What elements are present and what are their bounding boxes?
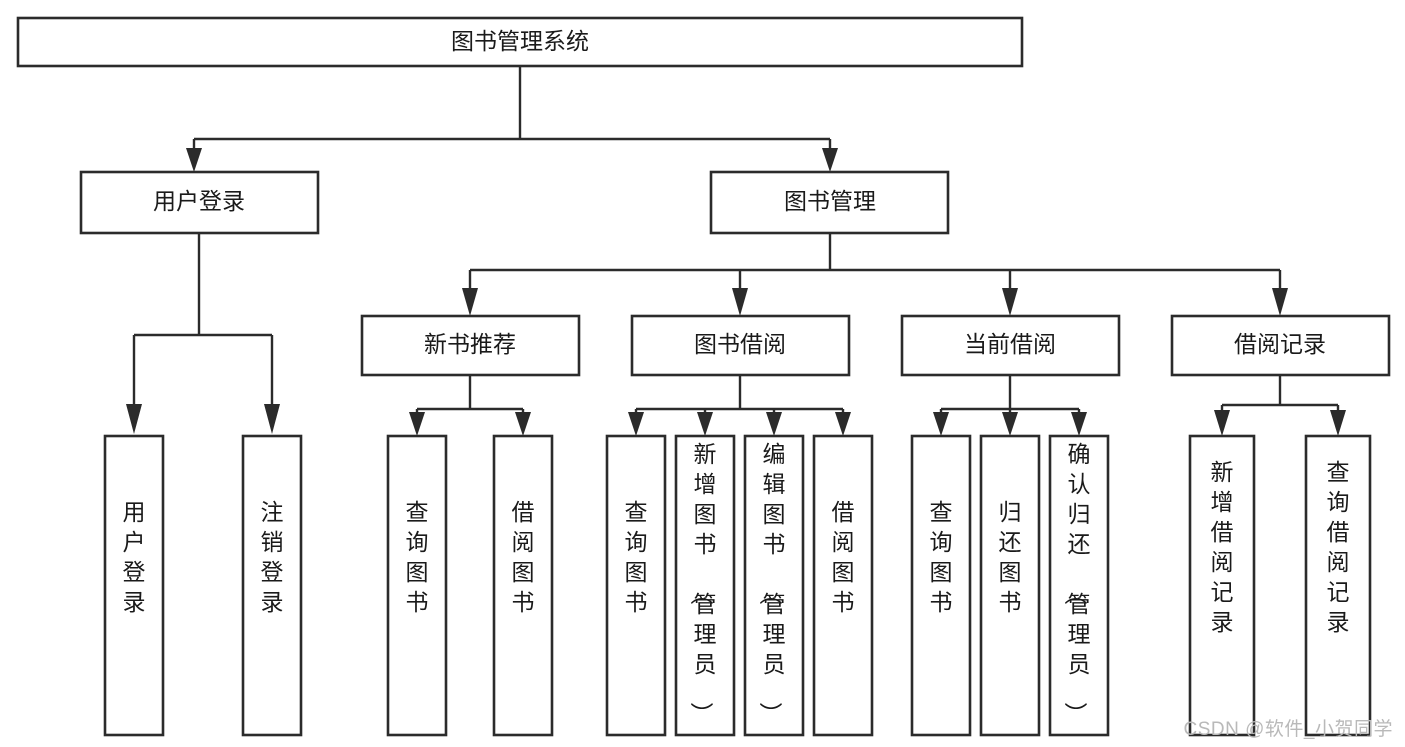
node-leaf-borrow-book-2-box[interactable] — [812, 434, 874, 737]
node-book-borrow-box[interactable] — [630, 314, 851, 377]
node-leaf-edit-book-box[interactable] — [743, 434, 805, 737]
arrow-head-leaf-query-book-3 — [933, 412, 949, 436]
node-leaf-query-book-2[interactable]: 查询图书 — [605, 434, 667, 737]
node-new-book-recommend[interactable]: 新书推荐 — [360, 314, 581, 377]
node-user-login[interactable]: 用户登录 — [79, 170, 320, 235]
arrow-head-user-login — [186, 148, 202, 172]
node-leaf-query-book-3-label: 查询图书 — [930, 499, 953, 615]
node-leaf-user-login-label: 用户登录 — [123, 499, 146, 615]
node-leaf-add-record-label: 新增借阅记录 — [1211, 459, 1234, 635]
connector-layer — [126, 66, 1346, 436]
node-leaf-confirm-return-box[interactable] — [1048, 434, 1110, 737]
node-leaf-return-book[interactable]: 归还图书 — [979, 434, 1041, 737]
node-new-book-recommend-label: 新书推荐 — [424, 331, 516, 357]
arrow-head-book-manage — [822, 148, 838, 172]
node-current-borrow[interactable]: 当前借阅 — [900, 314, 1121, 377]
node-leaf-user-logout-label: 注销登录 — [261, 499, 284, 615]
node-leaf-query-book-1-box[interactable] — [386, 434, 448, 737]
node-leaf-add-record[interactable]: 新增借阅记录 — [1188, 434, 1256, 737]
node-book-manage-box[interactable] — [709, 170, 950, 235]
node-leaf-query-book-2-label: 查询图书 — [625, 499, 648, 615]
arrow-head-leaf-add-record — [1214, 410, 1230, 436]
arrow-head-leaf-return-book — [1002, 412, 1018, 436]
node-root[interactable]: 图书管理系统 — [16, 16, 1024, 68]
node-book-borrow-label: 图书借阅 — [694, 331, 786, 357]
arrow-head-leaf-user-logout — [264, 404, 280, 434]
node-leaf-return-book-box[interactable] — [979, 434, 1041, 737]
arrow-head-current-borrow — [1002, 288, 1018, 316]
node-current-borrow-box[interactable] — [900, 314, 1121, 377]
arrow-head-leaf-user-login — [126, 404, 142, 434]
node-borrow-record-box[interactable] — [1170, 314, 1391, 377]
arrow-head-leaf-borrow-book-2 — [835, 412, 851, 436]
node-leaf-user-logout[interactable]: 注销登录 — [241, 434, 303, 737]
arrow-head-leaf-confirm-return — [1071, 412, 1087, 436]
arrow-head-leaf-query-book-1 — [409, 412, 425, 436]
arrow-head-borrow-record — [1272, 288, 1288, 316]
node-root-box[interactable] — [16, 16, 1024, 68]
node-leaf-borrow-book-1[interactable]: 借阅图书 — [492, 434, 554, 737]
node-leaf-query-book-2-box[interactable] — [605, 434, 667, 737]
node-new-book-recommend-box[interactable] — [360, 314, 581, 377]
arrow-head-new-book-recommend — [462, 288, 478, 316]
arrow-head-leaf-query-book-2 — [628, 412, 644, 436]
node-leaf-query-record[interactable]: 查询借阅记录 — [1304, 434, 1372, 737]
node-leaf-confirm-return-label: 确认归还（管理员） — [1063, 441, 1091, 725]
node-leaf-user-login[interactable]: 用户登录 — [103, 434, 165, 737]
node-current-borrow-label: 当前借阅 — [964, 331, 1056, 357]
node-leaf-query-book-1[interactable]: 查询图书 — [386, 434, 448, 737]
node-leaf-add-book[interactable]: 新增图书（管理员） — [674, 434, 736, 737]
node-leaf-query-book-3[interactable]: 查询图书 — [910, 434, 972, 737]
node-leaf-add-record-box[interactable] — [1188, 434, 1256, 737]
node-leaf-user-logout-box[interactable] — [241, 434, 303, 737]
node-book-manage[interactable]: 图书管理 — [709, 170, 950, 235]
node-leaf-edit-book-label: 编辑图书（管理员） — [758, 441, 786, 725]
node-leaf-query-record-box[interactable] — [1304, 434, 1372, 737]
node-leaf-query-book-3-box[interactable] — [910, 434, 972, 737]
node-root-label: 图书管理系统 — [451, 28, 589, 54]
node-leaf-return-book-label: 归还图书 — [999, 499, 1022, 615]
node-leaf-add-book-box[interactable] — [674, 434, 736, 737]
arrow-head-leaf-add-book — [697, 412, 713, 436]
node-leaf-add-book-label: 新增图书（管理员） — [689, 441, 717, 725]
node-leaf-user-login-box[interactable] — [103, 434, 165, 737]
node-leaf-query-record-label: 查询借阅记录 — [1327, 459, 1350, 635]
node-leaf-borrow-book-2[interactable]: 借阅图书 — [812, 434, 874, 737]
node-leaf-borrow-book-2-label: 借阅图书 — [832, 499, 855, 615]
node-borrow-record-label: 借阅记录 — [1234, 331, 1326, 357]
node-leaf-edit-book[interactable]: 编辑图书（管理员） — [743, 434, 805, 737]
arrow-head-book-borrow — [732, 288, 748, 316]
arrow-head-leaf-borrow-book-1 — [515, 412, 531, 436]
node-book-manage-label: 图书管理 — [784, 188, 876, 214]
node-user-login-label: 用户登录 — [153, 188, 245, 214]
node-leaf-confirm-return[interactable]: 确认归还（管理员） — [1048, 434, 1110, 737]
node-leaf-borrow-book-1-label: 借阅图书 — [512, 499, 535, 615]
node-leaf-borrow-book-1-box[interactable] — [492, 434, 554, 737]
arrow-head-leaf-edit-book — [766, 412, 782, 436]
node-leaf-query-book-1-label: 查询图书 — [406, 499, 429, 615]
arrow-head-leaf-query-record — [1330, 410, 1346, 436]
node-borrow-record[interactable]: 借阅记录 — [1170, 314, 1391, 377]
node-user-login-box[interactable] — [79, 170, 320, 235]
node-book-borrow[interactable]: 图书借阅 — [630, 314, 851, 377]
